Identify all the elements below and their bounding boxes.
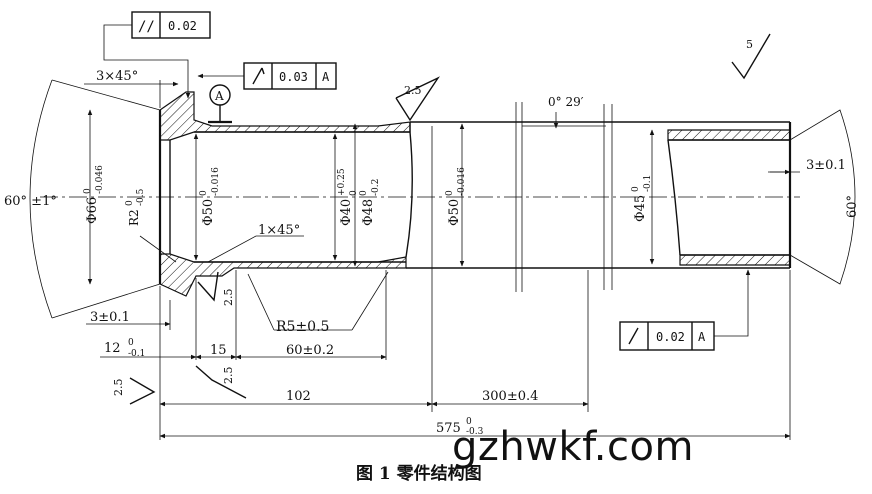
- dim-d50a-upper: 0: [199, 190, 209, 196]
- dim-d40: Φ40: [339, 199, 354, 226]
- chamfer-inner-leader: [207, 235, 257, 263]
- dim-d40-upper: +0.25: [337, 168, 347, 196]
- dim-d48: Φ48: [361, 199, 376, 226]
- parallelism-symbol: //: [138, 19, 155, 35]
- dim-d40-lower: 0: [349, 190, 359, 196]
- figure-caption: 图 1 零件结构图: [356, 464, 482, 484]
- length-dim-lines: [84, 80, 791, 440]
- dim-d50b-lower: -0.016: [457, 167, 467, 196]
- dim-300: 300±0.4: [482, 389, 538, 404]
- dim-r2-upper: 0: [125, 200, 135, 206]
- dim-102: 102: [286, 389, 311, 404]
- dim-d50a-lower: -0.016: [211, 167, 221, 196]
- roughness-top-right: 5: [746, 38, 753, 51]
- dim-3-right: 3±0.1: [806, 158, 846, 173]
- dimension-texts: 3×45° 1×45° 60° ±1° 60° 0° 29′ Φ66 0 -0.…: [4, 69, 860, 437]
- roughness-shoulder: 2.5: [404, 84, 422, 97]
- angle-left: 60° ±1°: [4, 194, 57, 209]
- chamfer-inner: 1×45°: [258, 223, 300, 238]
- roughness-left: 2.5: [112, 379, 125, 397]
- dim-d50b: Φ50: [447, 199, 462, 226]
- dim-12-lower: -0.1: [128, 349, 145, 359]
- dim-575-upper: 0: [466, 417, 472, 427]
- roughness-symbols: 5 2.5 2.5 2.5 2.5: [112, 33, 771, 405]
- runout-bottom-datum: A: [698, 330, 706, 344]
- datum-a: A: [208, 84, 232, 124]
- dim-d48-lower: -0.2: [371, 179, 381, 196]
- runout-top-frame: 0.03 A: [197, 62, 337, 90]
- parallelism-value: 0.02: [168, 19, 197, 33]
- dim-60: 60±0.2: [286, 343, 334, 358]
- dim-3-left: 3±0.1: [90, 310, 130, 325]
- runout-top-datum: A: [322, 70, 330, 84]
- dim-d66-upper: 0: [83, 188, 93, 194]
- dim-d50a: Φ50: [201, 199, 216, 226]
- dim-r5: R5±0.5: [276, 319, 329, 335]
- parallelism-frame: // 0.02: [103, 11, 211, 99]
- dim-575: 575: [436, 421, 461, 436]
- dim-d45: Φ45: [633, 195, 648, 222]
- r5-leader: [247, 271, 389, 331]
- diameter-dim-lines: [193, 123, 655, 267]
- dim-d50b-upper: 0: [445, 190, 455, 196]
- datum-label: A: [214, 89, 224, 103]
- runout-bottom-frame: 0.02 A: [619, 269, 751, 351]
- dim-r2: R2: [127, 209, 141, 226]
- left-angle-arc: [29, 79, 161, 319]
- roughness-groove: 2.5: [222, 367, 235, 385]
- runout-bottom-value: 0.02: [656, 330, 685, 344]
- dim-r2-lower: -0.5: [136, 188, 146, 206]
- dim-12: 12: [104, 341, 121, 356]
- dim-d66: Φ66: [85, 197, 100, 224]
- runout-top-value: 0.03: [279, 70, 308, 84]
- chamfer-top: 3×45°: [96, 69, 138, 84]
- dim-575-lower: -0.3: [466, 427, 484, 437]
- dim-d45-lower: -0.1: [643, 175, 653, 192]
- roughness-small: 2.5: [222, 289, 235, 307]
- angle-right: 60°: [845, 195, 860, 218]
- dim-15: 15: [210, 343, 227, 358]
- dim-12-upper: 0: [128, 338, 134, 348]
- dim-d66-lower: -0.046: [95, 165, 105, 194]
- part-body: [158, 91, 792, 297]
- r2-leader: [139, 235, 177, 263]
- taper-angle: 0° 29′: [548, 95, 584, 109]
- dim-d45-upper: 0: [631, 186, 641, 192]
- watermark: gzhwkf.com: [452, 424, 694, 470]
- dim-d48-upper: 0: [359, 190, 369, 196]
